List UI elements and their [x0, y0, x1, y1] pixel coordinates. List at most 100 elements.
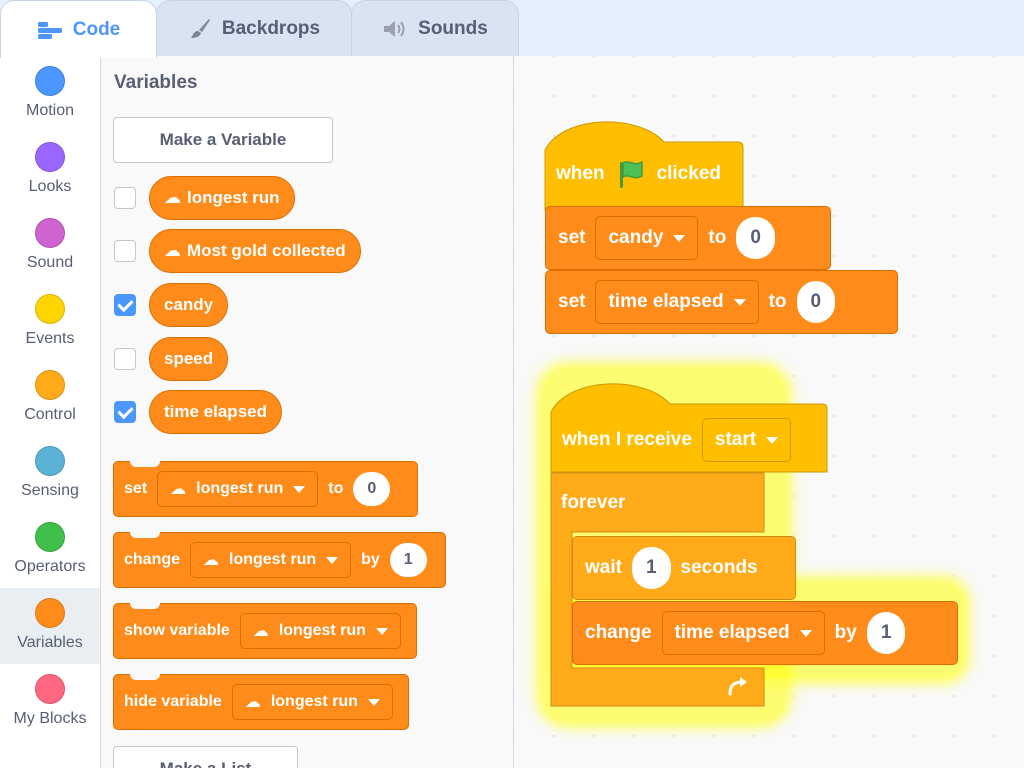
block-label: to — [768, 291, 787, 312]
variables-color-icon — [35, 598, 65, 628]
variable-name: Most gold collected — [187, 241, 346, 260]
tab-sounds[interactable]: Sounds — [351, 0, 519, 56]
variable-checkbox[interactable] — [114, 240, 136, 262]
wait-block[interactable]: wait 1 seconds — [572, 536, 796, 600]
block-palette: Variables Make a Variable ☁ longest run … — [101, 56, 514, 768]
category-menu: Motion Looks Sound Events Control Sensin… — [0, 56, 101, 768]
caret-down-icon — [766, 436, 779, 444]
variable-reporter[interactable]: ☁ longest run — [149, 176, 295, 220]
value-input[interactable]: 0 — [353, 472, 391, 506]
dropdown-value: candy — [608, 227, 664, 248]
show-variable-block[interactable]: show variable ☁ longest run — [113, 603, 417, 659]
block-label: set — [558, 227, 586, 248]
motion-color-icon — [35, 66, 65, 96]
forever-c-shape — [550, 472, 765, 707]
cloud-icon: ☁ — [164, 188, 181, 207]
variable-checkbox[interactable] — [114, 187, 136, 209]
category-label: Motion — [25, 102, 75, 119]
tab-sounds-label: Sounds — [418, 17, 488, 39]
dropdown-value: time elapsed — [674, 622, 790, 643]
forever-block[interactable]: forever — [550, 472, 766, 708]
value-input[interactable]: 1 — [389, 543, 427, 577]
make-list-button[interactable]: Make a List — [113, 746, 298, 768]
set-variable-block[interactable]: set ☁ longest run to 0 — [113, 461, 418, 517]
editor-tab-bar: Code Backdrops Sounds — [0, 0, 1024, 58]
block-label: when I receive — [562, 429, 692, 450]
category-label: Sensing — [21, 482, 79, 499]
caret-down-icon — [326, 556, 339, 564]
speaker-icon — [384, 20, 405, 37]
variable-checkbox[interactable] — [114, 401, 136, 423]
variable-name: speed — [164, 349, 214, 368]
caret-down-icon — [673, 234, 686, 242]
variable-dropdown[interactable]: ☁ longest run — [157, 471, 319, 507]
category-motion[interactable]: Motion — [0, 56, 100, 132]
variable-dropdown[interactable]: ☁ longest run — [231, 684, 393, 720]
code-icon — [37, 21, 62, 39]
variable-reporter[interactable]: speed — [149, 337, 229, 381]
variable-dropdown[interactable]: ☁ longest run — [239, 613, 401, 649]
category-variables[interactable]: Variables — [0, 588, 100, 664]
category-label: Operators — [14, 558, 86, 575]
variable-dropdown[interactable]: candy — [595, 216, 699, 260]
variable-reporter[interactable]: candy — [149, 283, 229, 327]
variable-reporter[interactable]: ☁ Most gold collected — [149, 229, 361, 273]
category-label: Sound — [26, 254, 74, 271]
category-sound[interactable]: Sound — [0, 208, 100, 284]
cloud-icon: ☁ — [170, 481, 187, 498]
message-dropdown[interactable]: start — [701, 418, 792, 462]
loop-arrow-icon — [728, 677, 747, 696]
block-label: by — [361, 551, 380, 568]
when-i-receive-hat-block[interactable]: when I receive start — [550, 382, 828, 474]
tab-code[interactable]: Code — [0, 0, 157, 58]
block-label: when — [556, 163, 605, 184]
block-label: show variable — [124, 622, 230, 639]
category-my-blocks[interactable]: My Blocks — [0, 664, 100, 740]
variable-checkbox[interactable] — [114, 348, 136, 370]
variable-dropdown[interactable]: time elapsed — [661, 611, 825, 655]
category-operators[interactable]: Operators — [0, 512, 100, 588]
block-label: set — [124, 480, 148, 497]
set-candy-block[interactable]: set candy to 0 — [545, 206, 831, 270]
dropdown-value: start — [714, 429, 757, 450]
category-sensing[interactable]: Sensing — [0, 436, 100, 512]
block-label: by — [834, 622, 857, 643]
cloud-icon: ☁ — [203, 552, 220, 569]
script-workspace[interactable]: when clicked set candy to 0 set time ela… — [514, 56, 1024, 768]
variable-dropdown[interactable]: time elapsed — [595, 280, 759, 324]
operators-color-icon — [35, 522, 65, 552]
set-time-elapsed-block[interactable]: set time elapsed to 0 — [545, 270, 898, 334]
my-blocks-color-icon — [35, 674, 65, 704]
make-variable-button[interactable]: Make a Variable — [113, 117, 333, 163]
caret-down-icon — [367, 698, 380, 706]
category-label: Looks — [28, 178, 72, 195]
dropdown-value: longest run — [278, 622, 366, 639]
green-flag-hat-block[interactable]: when clicked — [544, 120, 744, 212]
block-label: wait — [585, 557, 622, 578]
value-input[interactable]: 0 — [736, 217, 775, 259]
sound-color-icon — [35, 218, 65, 248]
category-events[interactable]: Events — [0, 284, 100, 360]
value-input[interactable]: 1 — [866, 612, 906, 654]
dropdown-value: longest run — [196, 480, 284, 497]
value-input[interactable]: 0 — [796, 281, 836, 323]
category-control[interactable]: Control — [0, 360, 100, 436]
category-looks[interactable]: Looks — [0, 132, 100, 208]
looks-color-icon — [35, 142, 65, 172]
dropdown-value: time elapsed — [608, 291, 724, 312]
block-label: clicked — [656, 163, 721, 184]
tab-backdrops[interactable]: Backdrops — [156, 0, 352, 56]
value-input[interactable]: 1 — [631, 547, 671, 589]
variable-name: longest run — [187, 188, 280, 207]
variable-reporter[interactable]: time elapsed — [149, 390, 282, 434]
hide-variable-block[interactable]: hide variable ☁ longest run — [113, 674, 409, 730]
dropdown-value: longest run — [229, 551, 317, 568]
variable-dropdown[interactable]: ☁ longest run — [190, 542, 352, 578]
change-time-elapsed-block[interactable]: change time elapsed by 1 — [572, 601, 958, 665]
change-variable-block[interactable]: change ☁ longest run by 1 — [113, 532, 446, 588]
cloud-icon: ☁ — [164, 241, 181, 260]
control-color-icon — [35, 370, 65, 400]
category-label: Events — [25, 330, 75, 347]
variable-checkbox[interactable] — [114, 294, 136, 316]
palette-section-title: Variables — [114, 72, 198, 93]
